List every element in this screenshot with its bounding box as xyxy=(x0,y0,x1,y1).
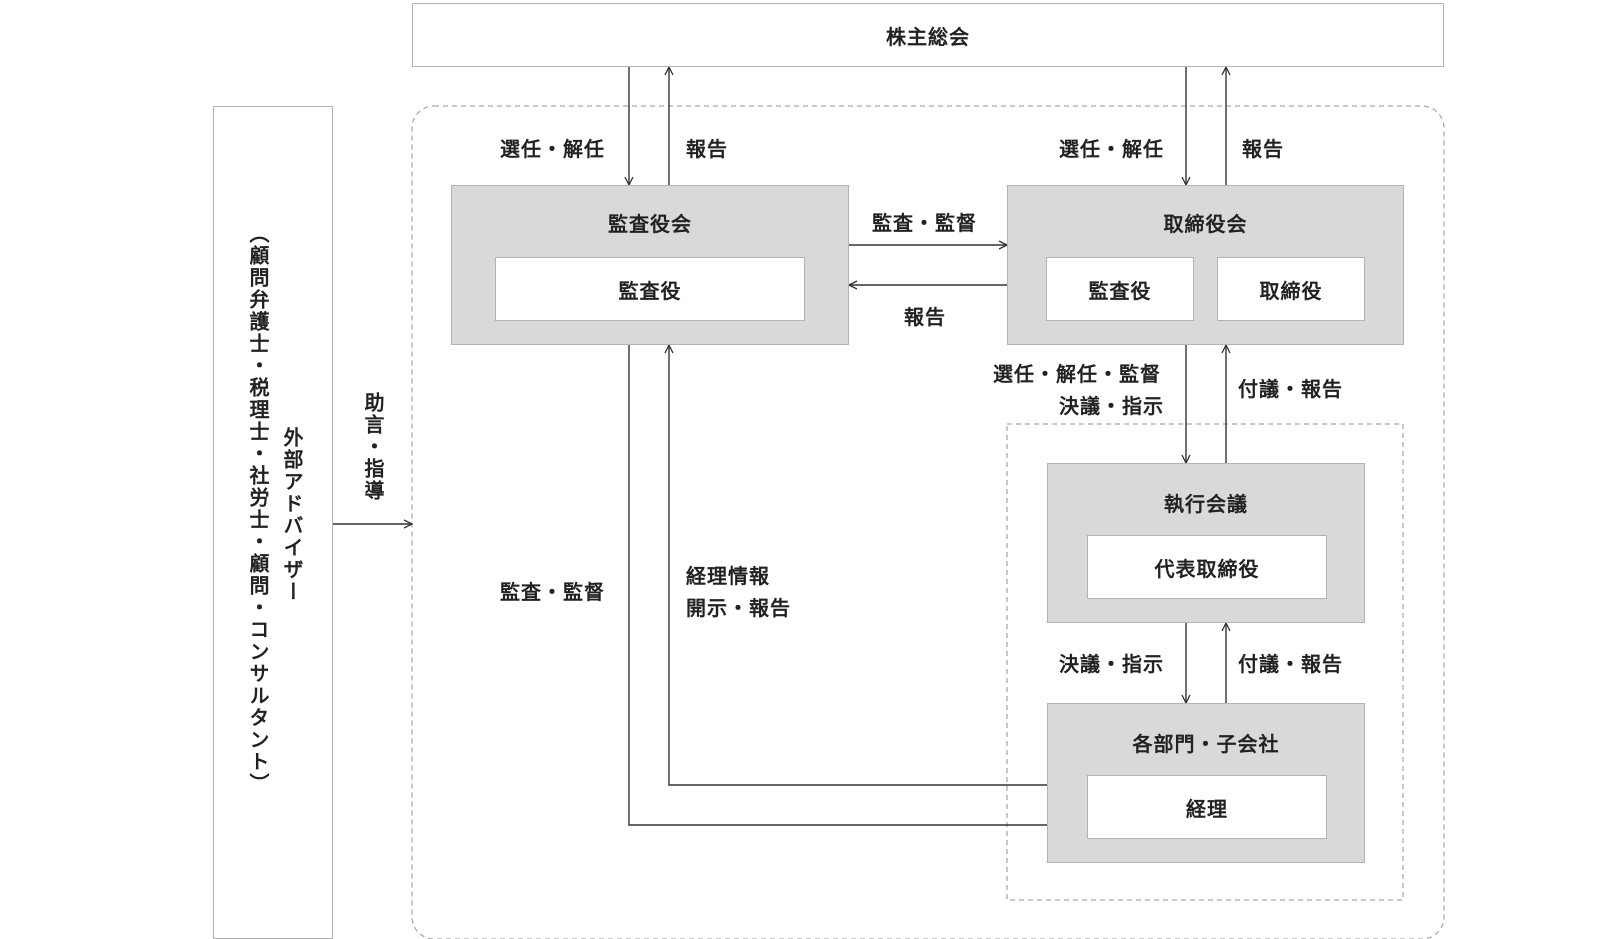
external-advisers-title: 外部アドバイザー xyxy=(280,427,304,603)
board-of-directors-title: 取締役会 xyxy=(1163,212,1248,236)
label-accounting-info-line1: 経理情報 xyxy=(686,564,770,588)
audit-board-member-label: 監査役 xyxy=(618,278,682,303)
label-report-left: 報告 xyxy=(686,137,728,161)
external-advisers-box: 外部アドバイザー （顧問弁護士・税理士・社労士・顧問・コンサルタント） xyxy=(213,106,333,939)
arrow-audit-supervise-accounting xyxy=(628,345,1088,825)
audit-board-title: 監査役会 xyxy=(608,212,692,236)
board-auditor-label: 監査役 xyxy=(1088,278,1152,303)
label-audit-supervise-top: 監査・監督 xyxy=(872,211,977,235)
label-accounting-info-line2: 開示・報告 xyxy=(686,596,791,620)
arrow-accounting-info-report xyxy=(669,345,1088,786)
representative-director-box: 代表取締役 xyxy=(1087,535,1327,599)
label-appoint-line1: 選任・解任・監督 xyxy=(993,362,1161,386)
executive-meeting-title: 執行会議 xyxy=(1164,492,1248,516)
execution-boundary xyxy=(1006,423,1404,901)
board-director-label: 取締役 xyxy=(1259,278,1323,303)
advice-label: 助言・指導 xyxy=(361,392,385,502)
label-resolve-instruct: 決議・指示 xyxy=(1059,652,1164,676)
departments-box: 各部門・子会社 経理 xyxy=(1047,703,1365,863)
label-appoint-dismiss-left: 選任・解任 xyxy=(500,137,605,161)
accounting-label: 経理 xyxy=(1186,796,1228,821)
executive-meeting-box: 執行会議 代表取締役 xyxy=(1047,463,1365,623)
shareholders-meeting-label: 株主総会 xyxy=(886,24,970,49)
board-of-directors-box: 取締役会 監査役 取締役 xyxy=(1007,185,1404,345)
board-director-box: 取締役 xyxy=(1217,257,1365,321)
label-appoint-line2: 決議・指示 xyxy=(1059,394,1164,418)
representative-director-label: 代表取締役 xyxy=(1154,556,1260,581)
label-appoint-dismiss-right: 選任・解任 xyxy=(1059,137,1164,161)
departments-title: 各部門・子会社 xyxy=(1132,732,1280,756)
label-propose-report-upper: 付議・報告 xyxy=(1238,377,1343,401)
audit-board-member-box: 監査役 xyxy=(495,257,805,321)
audit-board-box: 監査役会 監査役 xyxy=(451,185,849,345)
shareholders-meeting-box: 株主総会 xyxy=(412,3,1444,67)
label-audit-supervise-left: 監査・監督 xyxy=(500,580,605,604)
accounting-box: 経理 xyxy=(1087,775,1327,839)
label-report-right: 報告 xyxy=(1242,137,1284,161)
label-report-middle: 報告 xyxy=(904,305,946,329)
external-advisers-detail: （顧問弁護士・税理士・社労士・顧問・コンサルタント） xyxy=(246,223,270,795)
label-propose-report-lower: 付議・報告 xyxy=(1238,652,1343,676)
board-auditor-box: 監査役 xyxy=(1046,257,1194,321)
